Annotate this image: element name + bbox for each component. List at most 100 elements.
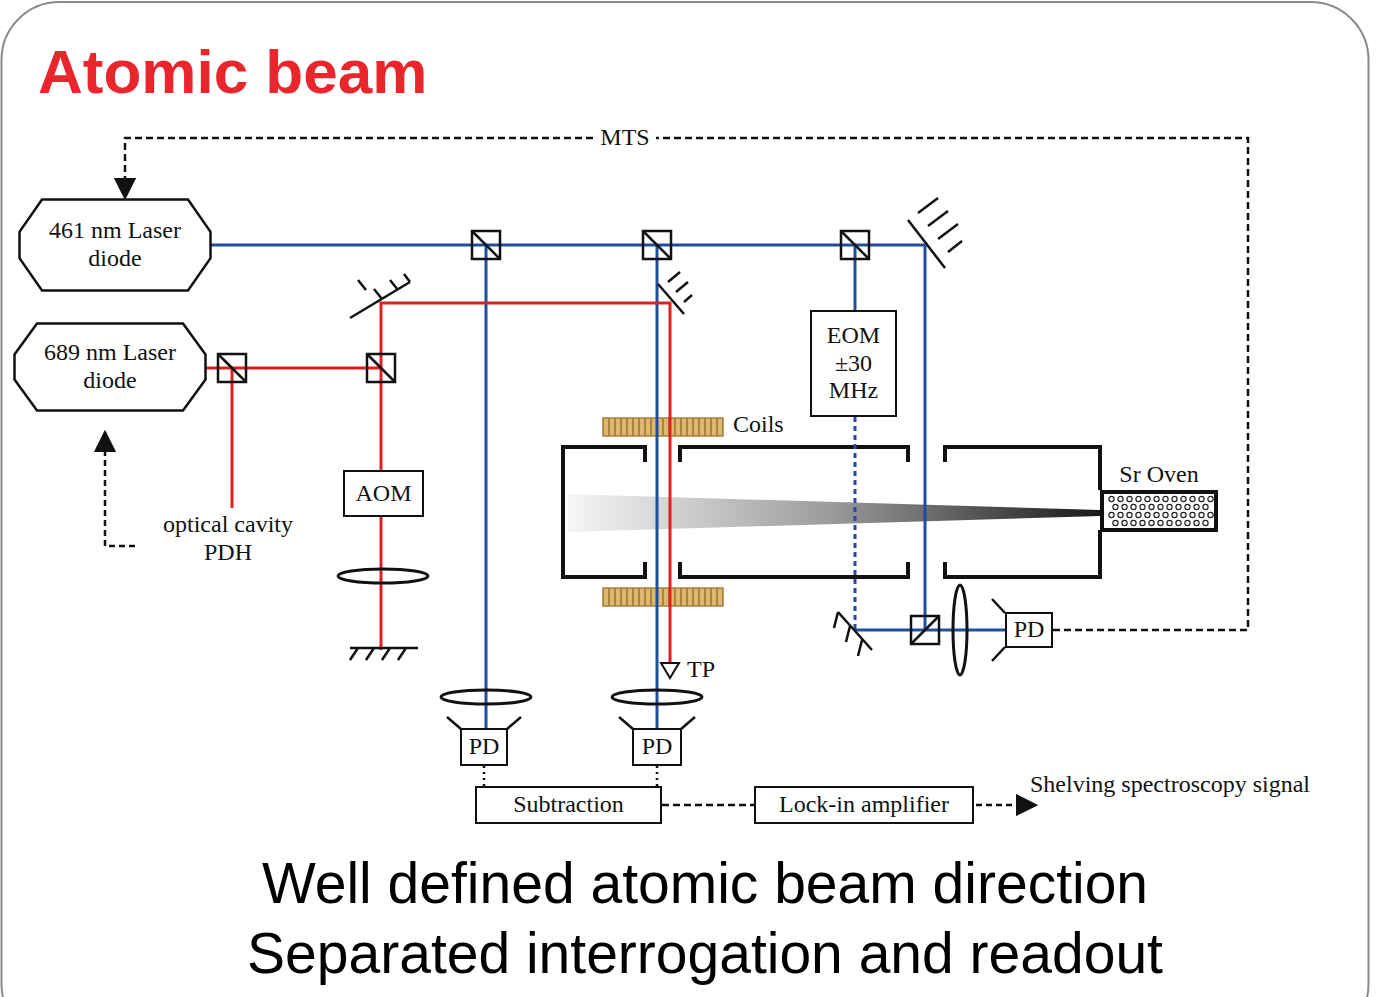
oven-pellet <box>1122 504 1127 509</box>
oven-pellet <box>1154 512 1159 517</box>
mirror <box>350 198 962 660</box>
oven-pellet <box>1190 512 1195 517</box>
mirror <box>350 648 418 660</box>
node-label: Sr Oven <box>1119 461 1198 489</box>
oven-pellet <box>1131 504 1136 509</box>
edge-label: MTS <box>594 124 655 152</box>
beam-splitter <box>218 354 246 382</box>
atomic-beam <box>568 494 1100 532</box>
oven-pellet <box>1208 496 1213 501</box>
subtraction-box: Subtraction <box>475 786 662 824</box>
oven-pellet <box>1176 504 1181 509</box>
slide-title: Atomic beam <box>38 36 427 107</box>
red-beam <box>381 303 670 663</box>
oven-pellet <box>1127 512 1132 517</box>
oven-pellet <box>1113 520 1118 525</box>
oven-pellet <box>1185 504 1190 509</box>
oven-pellet <box>1131 520 1136 525</box>
node-label: 689 nm Laser diode <box>35 339 185 394</box>
mirror <box>908 198 962 268</box>
beam-splitter <box>841 231 869 259</box>
signal-connector <box>125 138 1248 630</box>
oven-pellet <box>1118 496 1123 501</box>
oven-pellet <box>1199 512 1204 517</box>
oven-pellet <box>1136 512 1141 517</box>
oven-pellet <box>1181 512 1186 517</box>
annotation-label: Coils <box>733 411 784 439</box>
red-beam <box>231 368 234 508</box>
node-label: AOM <box>355 480 411 508</box>
vacuum-chamber <box>563 447 1100 577</box>
coil <box>603 418 723 436</box>
oven-pellet <box>1154 496 1159 501</box>
photodiode-funnel <box>992 599 1005 661</box>
chamber-wall <box>945 530 1100 577</box>
beam-splitter <box>367 354 395 382</box>
oven-pellet <box>1181 496 1186 501</box>
chamber-wall <box>945 447 1100 490</box>
oven-pellet <box>1208 512 1213 517</box>
blue-beam <box>485 245 488 728</box>
oven-pellet <box>1158 504 1163 509</box>
oven-pellet <box>1172 496 1177 501</box>
node-label: PD <box>469 733 500 761</box>
node-label: Lock-in amplifier <box>779 791 949 819</box>
lens <box>612 690 702 704</box>
oven-pellet <box>1145 512 1150 517</box>
node-label: 461 nm Laser diode <box>40 217 190 272</box>
oven-pellet <box>1140 520 1145 525</box>
oven-pellet <box>1203 520 1208 525</box>
oven-pellet <box>1163 512 1168 517</box>
mirror <box>350 274 410 318</box>
mirror <box>658 272 692 314</box>
eom-box: EOM ±30 MHz <box>810 310 897 417</box>
lens <box>441 690 531 704</box>
blue-beam-hidden <box>854 417 857 630</box>
oven-pellet <box>1109 496 1114 501</box>
chamber-wall <box>680 447 908 462</box>
chamber-wall <box>680 562 908 577</box>
blue-beam <box>855 629 1005 632</box>
blue-beam <box>924 245 927 630</box>
oven-pellet <box>1203 504 1208 509</box>
node-label: EOM ±30 MHz <box>822 322 886 405</box>
red-beam <box>200 303 670 663</box>
oven-pellet <box>1194 520 1199 525</box>
lens <box>338 569 967 704</box>
coil <box>603 588 723 606</box>
beam-splitter <box>643 231 671 259</box>
laser-diode: 689 nm Laser diode <box>13 322 207 412</box>
oven-pellet <box>1149 520 1154 525</box>
laser-diode: 461 nm Laser diode <box>18 198 212 292</box>
oven-pellet <box>1140 504 1145 509</box>
feedback-arrow <box>105 432 135 546</box>
blue-beam <box>854 245 857 310</box>
red-beam <box>200 367 381 370</box>
beam-splitter <box>841 231 869 259</box>
signal-connector <box>662 804 754 807</box>
photodiode: PD <box>632 728 682 766</box>
beam-splitter <box>643 231 671 259</box>
oven-pellet <box>1136 496 1141 501</box>
lockin-box: Lock-in amplifier <box>754 786 974 824</box>
beam-splitter <box>472 231 500 259</box>
annotation-label: TP <box>687 656 715 684</box>
oven-pellet <box>1167 520 1172 525</box>
signal-connector <box>483 766 486 786</box>
oven-pellet <box>1163 496 1168 501</box>
oven-pellet <box>1199 496 1204 501</box>
node-label: Subtraction <box>513 791 624 819</box>
caption: Well defined atomic beam direction Separ… <box>150 848 1260 988</box>
beam-splitter <box>911 616 939 644</box>
signal-connector <box>656 766 659 786</box>
beam-splitter <box>472 231 500 259</box>
oven-pellet <box>1158 520 1163 525</box>
oven-pellets <box>1104 494 1214 528</box>
oven-pellet <box>1113 504 1118 509</box>
mirror <box>834 612 872 656</box>
oven-pellet <box>1127 496 1132 501</box>
lens <box>338 569 428 583</box>
node-label: PD <box>642 733 673 761</box>
oven-pellet <box>1194 504 1199 509</box>
